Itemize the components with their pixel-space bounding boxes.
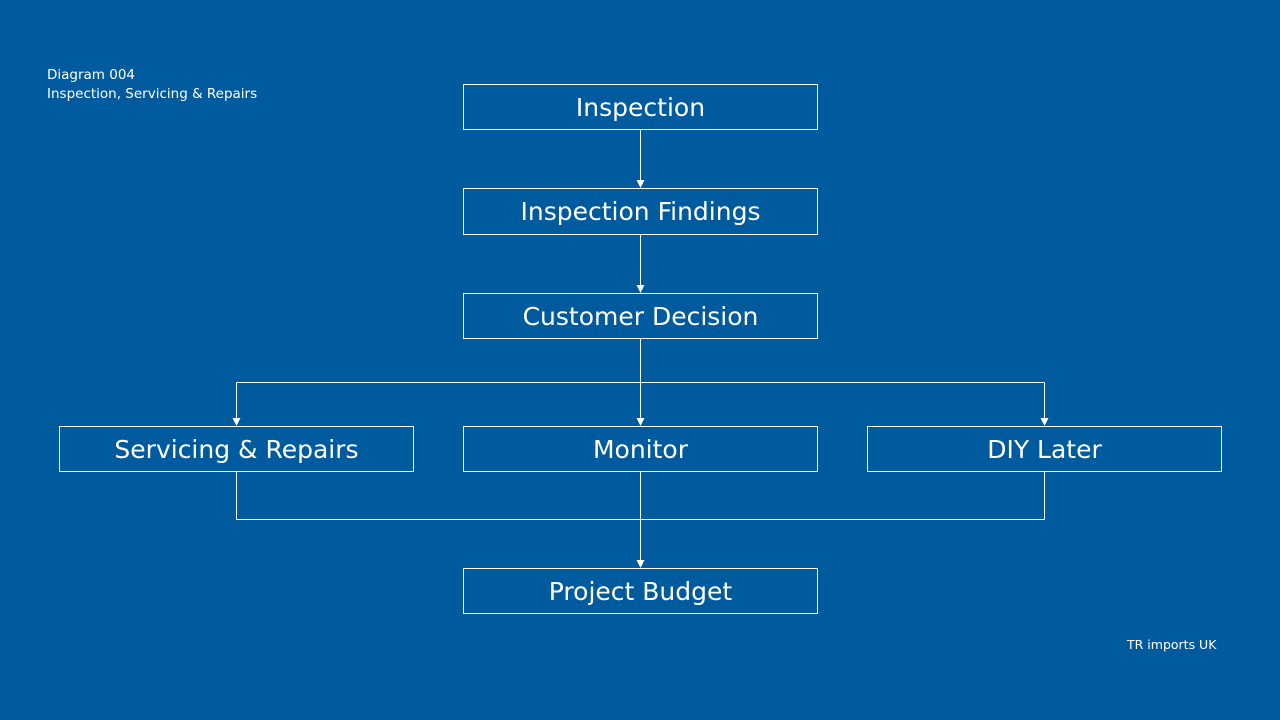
footer-brand: TR imports UK	[1127, 637, 1217, 652]
diagram-id: Diagram 004	[47, 67, 136, 83]
node-servicing-repairs: Servicing & Repairs	[59, 426, 414, 472]
node-customer-decision-label: Customer Decision	[522, 301, 759, 331]
diagram-caption: Diagram 004 Inspection, Servicing & Repa…	[47, 66, 257, 104]
node-monitor: Monitor	[463, 426, 818, 472]
diagram-subtitle: Inspection, Servicing & Repairs	[47, 86, 258, 102]
node-inspection: Inspection	[463, 84, 818, 130]
node-project-budget-label: Project Budget	[548, 576, 733, 606]
node-inspection-label: Inspection	[575, 92, 706, 122]
node-servicing-repairs-label: Servicing & Repairs	[114, 434, 359, 464]
node-diy-later: DIY Later	[867, 426, 1222, 472]
node-diy-later-label: DIY Later	[987, 434, 1102, 464]
node-inspection-findings-label: Inspection Findings	[520, 197, 761, 226]
node-monitor-label: Monitor	[592, 434, 689, 464]
node-inspection-findings: Inspection Findings	[463, 188, 818, 235]
node-customer-decision: Customer Decision	[463, 293, 818, 339]
node-project-budget: Project Budget	[463, 568, 818, 614]
